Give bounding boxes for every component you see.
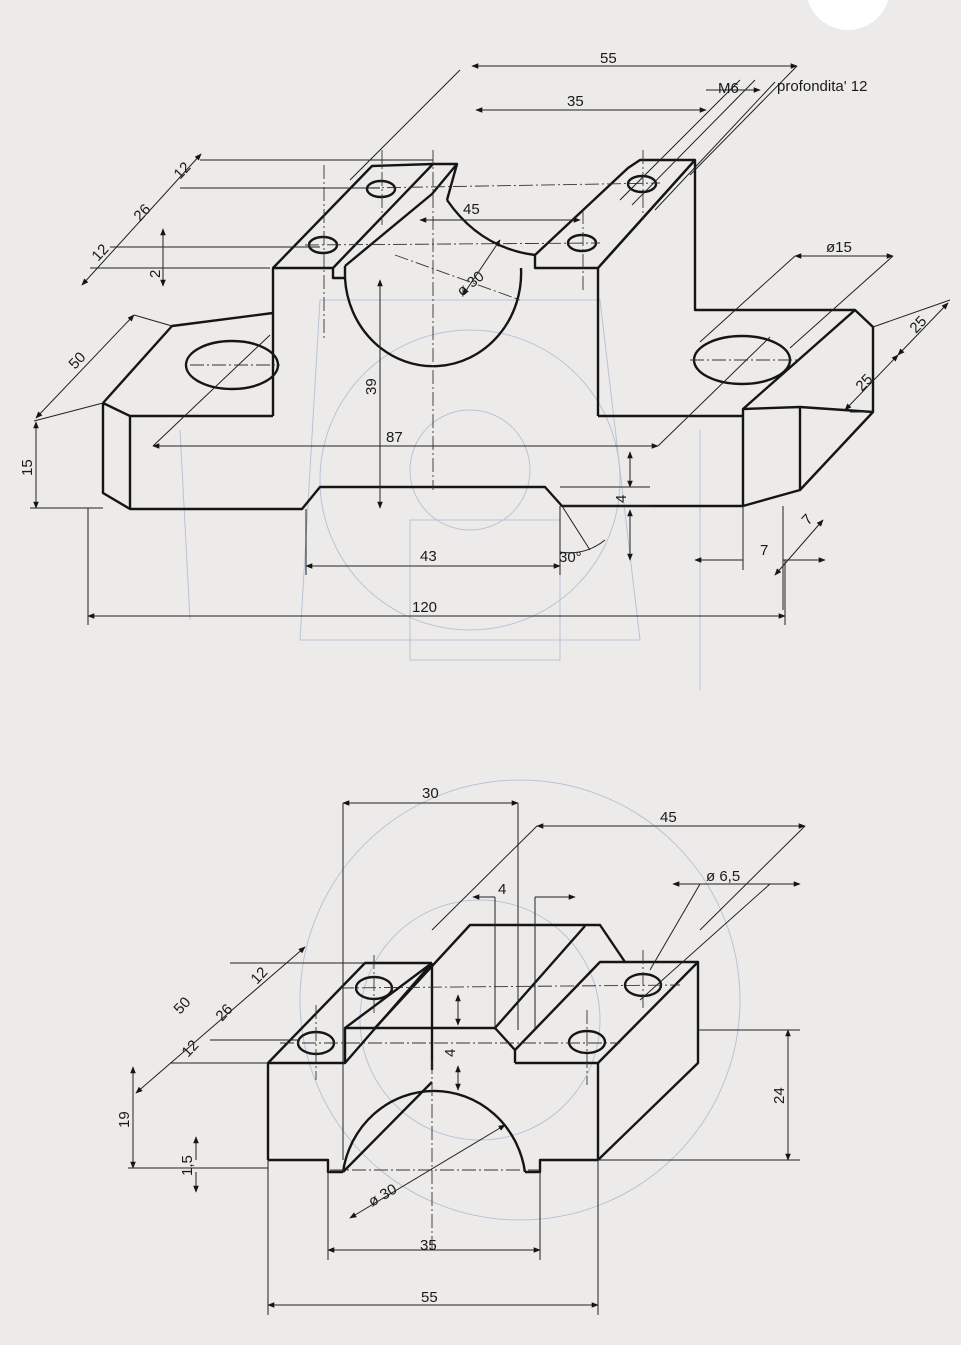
dim-30: 30 <box>422 785 439 802</box>
dim-120: 120 <box>412 599 437 616</box>
dim-50: 50 <box>170 994 194 1018</box>
dim-43: 43 <box>420 548 437 565</box>
dim-26: 26 <box>130 201 154 225</box>
bottom-isometric-view: 30 45 4 ø 6,5 50 26 12 12 4 19 24 1,5 ø … <box>116 785 806 1315</box>
top-center-lines <box>190 150 800 490</box>
bottom-dimension-lines <box>128 800 806 1315</box>
dim-thread-depth: profondita' 12 <box>777 78 867 95</box>
dim-4: 4 <box>613 495 630 503</box>
dim-12b: 12 <box>178 1037 202 1061</box>
dim-dia30: ø 30 <box>454 268 488 300</box>
bottom-center-lines <box>280 950 681 1250</box>
dim-12b: 12 <box>88 241 112 265</box>
dim-7b: 7 <box>798 511 816 529</box>
dim-55: 55 <box>600 50 617 67</box>
dim-dia30: ø 30 <box>366 1181 400 1211</box>
dim-45: 45 <box>660 809 677 826</box>
dim-12a: 12 <box>247 964 271 988</box>
dim-1-5: 1,5 <box>179 1155 196 1176</box>
background-ghost-drawing <box>179 299 741 1221</box>
bottom-dimension-texts: 30 45 4 ø 6,5 50 26 12 12 4 19 24 1,5 ø … <box>116 785 788 1306</box>
dim-45: 45 <box>463 201 480 218</box>
punch-hole <box>807 0 889 30</box>
top-isometric-view: 55 35 M6 profondita' 12 45 12 26 12 2 ø … <box>19 50 951 625</box>
dim-26: 26 <box>212 1001 236 1025</box>
dim-12a: 12 <box>170 159 194 183</box>
dim-4a: 4 <box>498 881 506 898</box>
top-dimension-texts: 55 35 M6 profondita' 12 45 12 26 12 2 ø … <box>19 50 930 616</box>
dim-19: 19 <box>116 1111 133 1128</box>
top-dimension-lines <box>30 63 951 625</box>
dim-7a: 7 <box>760 542 768 559</box>
dim-angle-30: 30° <box>559 549 582 566</box>
dim-4b: 4 <box>442 1049 459 1057</box>
dim-2: 2 <box>147 270 164 278</box>
dim-15: 15 <box>19 459 36 476</box>
top-object-outline <box>101 158 875 511</box>
dim-55: 55 <box>421 1289 438 1306</box>
dim-thread: M6 <box>718 80 739 97</box>
dim-87: 87 <box>386 429 403 446</box>
dim-50: 50 <box>65 349 89 373</box>
dim-35: 35 <box>420 1237 437 1254</box>
dim-24: 24 <box>771 1087 788 1104</box>
dim-39: 39 <box>363 378 380 395</box>
dim-25a: 25 <box>906 313 930 337</box>
dim-35: 35 <box>567 93 584 110</box>
dim-dia15: ø15 <box>826 239 852 256</box>
bottom-object-outline <box>266 923 700 1174</box>
dim-dia6-5: ø 6,5 <box>706 868 740 885</box>
